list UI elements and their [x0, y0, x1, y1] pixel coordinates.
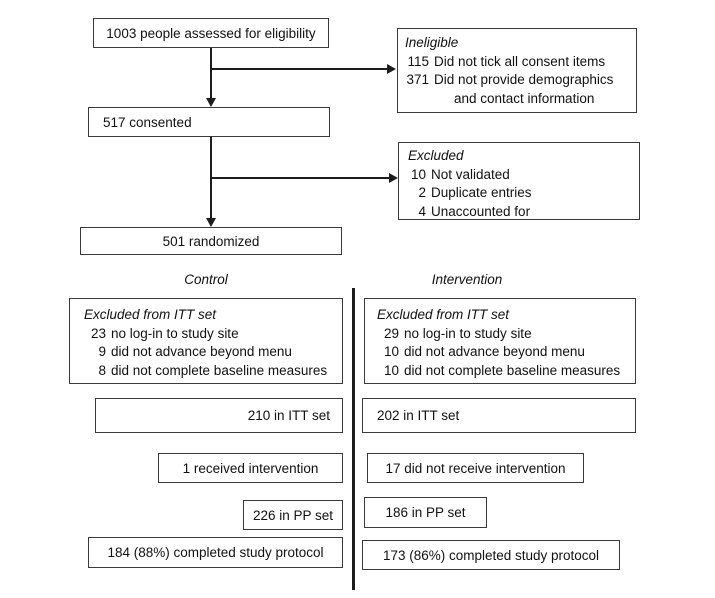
connector-assessed-consented [210, 48, 212, 98]
control-itt-box: 210 in ITT set [95, 398, 343, 433]
intervention-pp-box: 186 in PP set [364, 497, 487, 528]
control-arm-label: Control [184, 272, 228, 287]
intervention-excluded-itt-line: 10 did not advance beyond menu [383, 344, 585, 359]
connector-branch-excluded [210, 177, 389, 179]
intervention-itt-box: 202 in ITT set [362, 398, 636, 433]
control-excluded-itt-line: 23 no log-in to study site [90, 325, 239, 341]
arrowhead-down-consented [206, 98, 216, 107]
excluded-title: Excluded [408, 148, 464, 163]
connector-branch-ineligible [210, 68, 387, 70]
excluded-line: 2 Duplicate entries [418, 185, 532, 200]
ineligible-box: Ineligible 115 Did not tick all consent … [397, 28, 637, 113]
intervention-excluded-itt-box: Excluded from ITT set 29 no log-in to st… [364, 298, 636, 384]
excluded-box: Excluded 10 Not validated 2 Duplicate en… [398, 142, 640, 220]
intervention-excluded-itt-line: 10 did not complete baseline measures [383, 362, 621, 378]
ineligible-line: 115 Did not tick all consent items [407, 53, 606, 69]
control-excluded-itt-box: Excluded from ITT set 23 no log-in to st… [69, 298, 343, 384]
ineligible-title: Ineligible [405, 35, 459, 50]
assessed-box: 1003 people assessed for eligibility [93, 18, 329, 48]
control-completed-box: 184 (88%) completed study protocol [88, 537, 343, 568]
intervention-completed-box: 173 (86%) completed study protocol [362, 540, 620, 570]
intervention-excluded-itt-line: 29 no log-in to study site [383, 325, 532, 341]
control-excluded-itt-line: 8 did not complete baseline measures [98, 362, 328, 378]
control-excluded-itt-title: Excluded from ITT set [84, 307, 217, 322]
control-pp-box: 226 in PP set [243, 500, 343, 530]
excluded-line: 4 Unaccounted for [418, 203, 531, 219]
arm-divider-line [352, 288, 355, 590]
consented-box: 517 consented [88, 107, 330, 137]
control-excluded-itt-line: 9 did not advance beyond menu [98, 344, 292, 359]
intervention-receipt-box: 17 did not receive intervention [367, 453, 584, 483]
arrowhead-down-randomized [206, 218, 216, 227]
randomized-box: 501 randomized [80, 227, 342, 255]
arrowhead-right-ineligible [387, 64, 396, 74]
intervention-arm-label: Intervention [431, 272, 503, 287]
excluded-line: 10 Not validated [410, 166, 510, 182]
intervention-excluded-itt-title: Excluded from ITT set [377, 307, 510, 322]
arrowhead-right-excluded [389, 173, 398, 183]
ineligible-line-continuation: and contact information [454, 90, 595, 106]
ineligible-line: 371 Did not provide demographics [406, 72, 614, 87]
control-intervention-receipt-box: 1 received intervention [158, 453, 343, 483]
